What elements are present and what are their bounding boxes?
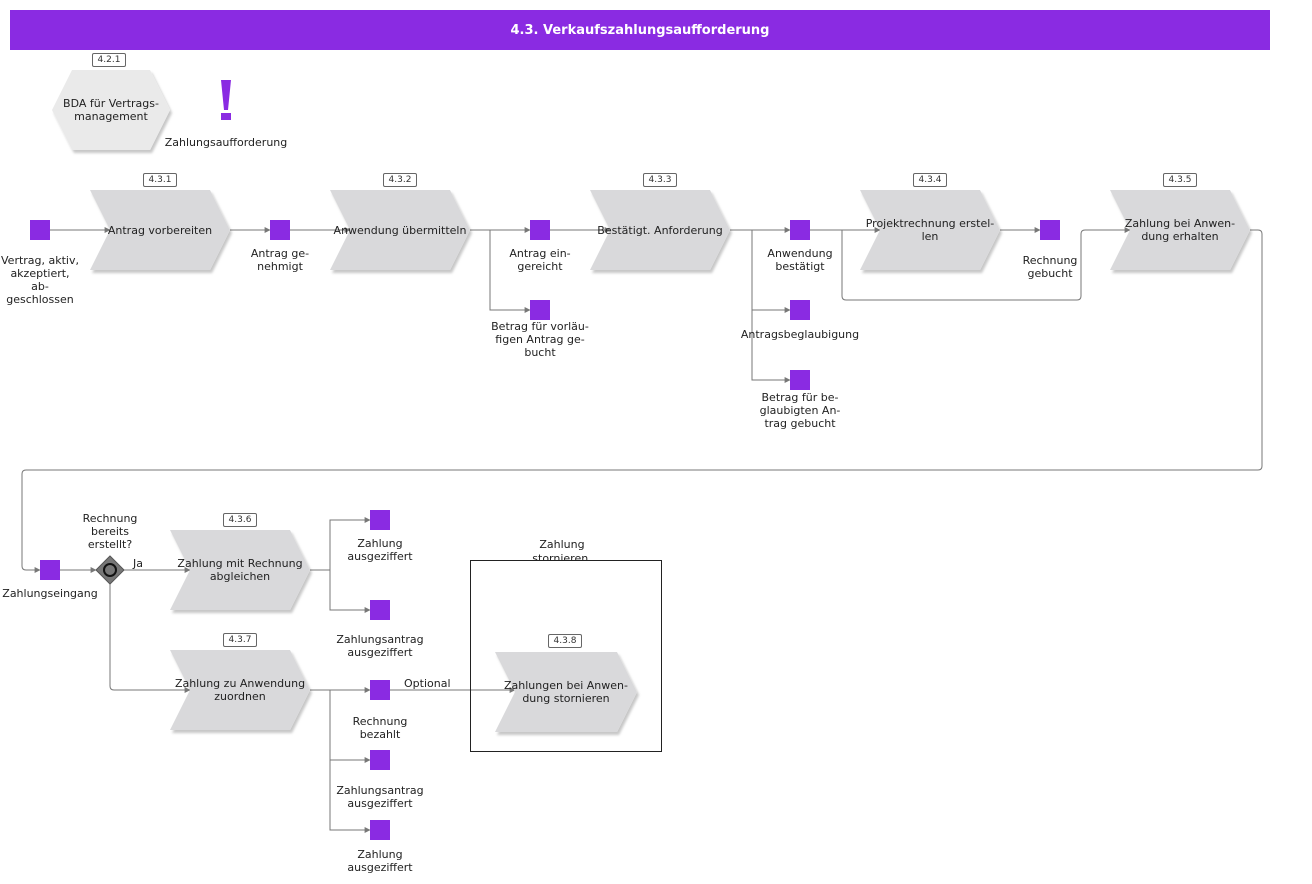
event-shape[interactable] [530, 220, 550, 240]
function-label-4.3.6: Zahlung mit Rechnung abgleichen [177, 557, 303, 583]
gateway-yes-label: Ja [133, 557, 143, 570]
function-code-4.3.3: 4.3.3 [643, 173, 677, 187]
group-label-clip: Zahlung stornieren, Gutschrift [510, 530, 614, 560]
function-label-4.3.2: Anwendung übermitteln [333, 223, 467, 237]
event-shape[interactable] [370, 680, 390, 700]
event-shapes [30, 220, 1060, 840]
xor-gateway-icon[interactable] [95, 555, 125, 585]
function-shape-4.3.3[interactable] [590, 190, 730, 270]
event-shape[interactable] [30, 220, 50, 240]
event-shape[interactable] [790, 220, 810, 240]
connector [489, 230, 531, 313]
event-label: Zahlung ausgeziffert [347, 848, 413, 874]
event-shape[interactable] [1040, 220, 1060, 240]
function-shape-4.3.2[interactable] [330, 190, 470, 270]
function-label-4.3.8: Zahlungen bei Anwen- dung stornieren [504, 679, 628, 705]
connector [329, 570, 371, 613]
function-code-4.3.4: 4.3.4 [913, 173, 947, 187]
event-shape[interactable] [370, 820, 390, 840]
function-label-4.3.5: Zahlung bei Anwen- dung erhalten [1124, 217, 1236, 243]
event-shape[interactable] [40, 560, 60, 580]
event-shape[interactable] [790, 370, 810, 390]
event-shape[interactable] [270, 220, 290, 240]
function-code-4.3.1: 4.3.1 [143, 173, 177, 187]
event-label: Vertrag, aktiv, akzeptiert, ab- geschlos… [1, 254, 79, 306]
function-label-4.3.1: Antrag vorbereiten [107, 223, 213, 237]
function-shape-4.3.5[interactable] [1110, 190, 1250, 270]
event-label: Zahlungsantrag ausgeziffert [336, 784, 424, 810]
event-label: Betrag für vorläu- figen Antrag ge- buch… [491, 320, 589, 359]
function-shape-4.3.1[interactable] [90, 190, 230, 270]
function-shape-4.3.7[interactable] [170, 650, 310, 730]
event-label: Antragsbeglaubigung [740, 328, 860, 341]
group-box[interactable] [470, 560, 662, 752]
connector [109, 584, 191, 693]
function-code-4.3.2: 4.3.2 [383, 173, 417, 187]
function-shape-4.3.8[interactable] [495, 652, 637, 732]
event-label: Antrag ein- gereicht [509, 247, 571, 273]
function-code-4.3.7: 4.3.7 [223, 633, 257, 647]
connector [841, 227, 1131, 301]
event-shape[interactable] [790, 300, 810, 320]
function-code-4.3.6: 4.3.6 [223, 513, 257, 527]
connector [329, 760, 371, 833]
function-shape-4.3.6[interactable] [170, 530, 310, 610]
function-label-4.3.3: Bestätigt. Anforderung [597, 223, 723, 237]
event-shape[interactable] [370, 750, 390, 770]
function-shape-4.3.4[interactable] [860, 190, 1000, 270]
function-code-4.3.5: 4.3.5 [1163, 173, 1197, 187]
connector [21, 229, 1263, 573]
event-label: Zahlungseingang [2, 587, 98, 600]
process-interface-label: BDA für Vertrags- management [63, 97, 159, 123]
exclamation-icon [221, 80, 231, 120]
connector [310, 517, 371, 571]
diagram-title-bar: 4.3. Verkaufszahlungsaufforderung [10, 10, 1270, 50]
gateway-label: Rechnung bereits erstellt? [82, 512, 138, 551]
event-label: Zahlung ausgeziffert [347, 537, 413, 563]
event-label: Antrag ge- nehmigt [250, 247, 310, 273]
function-label-4.3.4: Projektrechnung erstel- len [865, 217, 995, 243]
connectors [21, 227, 1263, 833]
event-shape[interactable] [370, 510, 390, 530]
event-shape[interactable] [530, 300, 550, 320]
event-label: Anwendung bestätigt [767, 247, 833, 273]
event-label: Rechnung bezahlt [352, 715, 408, 741]
trigger-label: Zahlungsaufforderung [164, 136, 288, 149]
group-label: Zahlung stornieren, Gutschrift [532, 538, 592, 560]
event-label: Betrag für be- glaubigten An- trag gebuc… [759, 391, 841, 430]
event-shape[interactable] [370, 600, 390, 620]
function-shapes [90, 190, 1250, 732]
diagram-title: 4.3. Verkaufszahlungsaufforderung [510, 22, 770, 38]
process-interface-code: 4.2.1 [92, 53, 126, 67]
event-label: Rechnung gebucht [1022, 254, 1078, 280]
process-interface-shape[interactable] [52, 70, 170, 150]
optional-label: Optional [404, 677, 451, 690]
connector [751, 230, 791, 383]
function-label-4.3.7: Zahlung zu Anwendung zuordnen [174, 677, 306, 703]
event-label: Zahlungsantrag ausgeziffert [336, 633, 424, 659]
function-code-4.3.8: 4.3.8 [548, 634, 582, 648]
